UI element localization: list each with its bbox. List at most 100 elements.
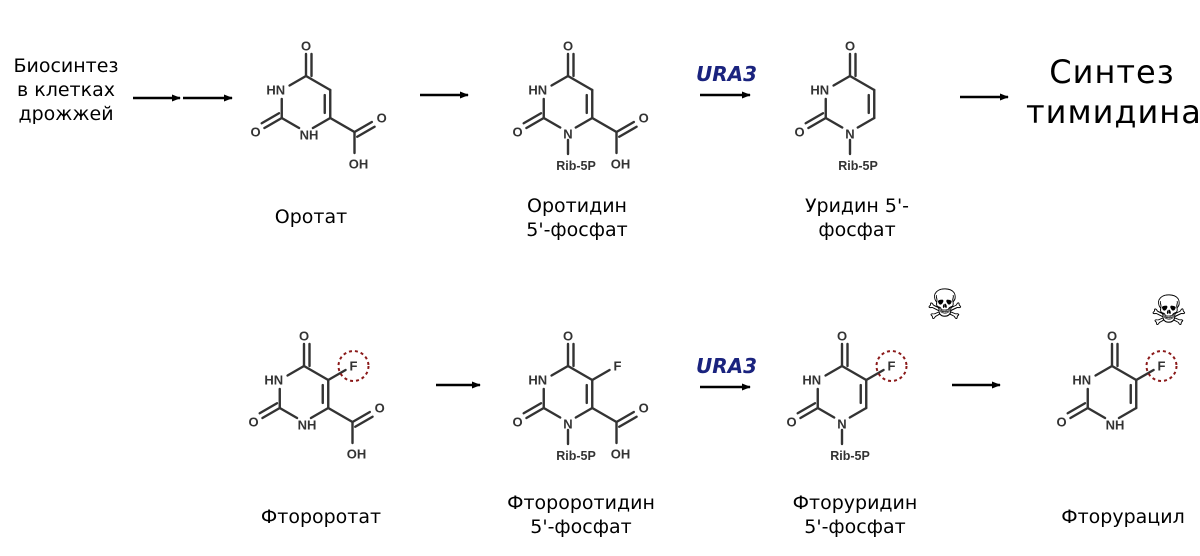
nitrogen-atom: N <box>845 127 854 142</box>
label-thymidine-synthesis: Синтез тимидина <box>1026 53 1200 131</box>
bond <box>1086 406 1107 420</box>
fluorine-atom: F <box>614 359 622 374</box>
fluorine-atom: F <box>350 359 358 374</box>
bond <box>848 74 876 92</box>
nh-group: NH <box>298 418 317 433</box>
nitrogen-atom: N <box>563 127 572 142</box>
double-bond-inner <box>258 402 279 415</box>
bond <box>1094 364 1114 377</box>
oxygen-atom: O <box>563 329 573 344</box>
double-bond-inner <box>804 112 825 125</box>
oxygen-atom: O <box>639 111 649 126</box>
oxygen-atom: O <box>512 125 522 140</box>
bond <box>824 116 844 129</box>
fluorine-atom: F <box>888 359 896 374</box>
bond <box>832 74 852 87</box>
bond <box>848 406 868 419</box>
oxygen-atom: O <box>786 415 796 430</box>
bond <box>286 364 306 377</box>
molecule-fluoroorotate: O O HN NH O OH F <box>234 302 424 496</box>
double-bond-inner <box>354 415 374 428</box>
nh-group: NH <box>1106 418 1125 433</box>
oxygen-atom: O <box>1107 329 1117 344</box>
label-fump: Фторуридин 5'-фосфат <box>792 492 918 538</box>
label-orotate: Оротат <box>274 206 348 228</box>
label-omp: Оротидин 5'-фосфат <box>526 195 628 241</box>
bond <box>302 364 330 382</box>
double-bond <box>353 120 374 134</box>
bond <box>327 406 354 424</box>
bond <box>840 364 868 382</box>
oxygen-atom: O <box>512 415 522 430</box>
ribose-phosphate-label: Rib-5P <box>556 159 596 173</box>
bond <box>865 368 885 382</box>
bond <box>816 406 836 419</box>
ribose-phosphate-label: Rib-5P <box>830 449 870 463</box>
double-bond-inner <box>618 125 638 138</box>
double-bond <box>615 410 636 424</box>
enzyme-label-bottom: URA3 <box>696 354 758 378</box>
bond <box>574 116 594 129</box>
nh-group: HN <box>810 83 829 98</box>
bond <box>566 364 594 382</box>
nh-group: HN <box>528 83 547 98</box>
double-bond <box>615 120 636 134</box>
bond <box>280 116 301 130</box>
nh-group: NH <box>300 128 319 143</box>
hydroxyl-group: OH <box>347 447 367 462</box>
fluorine-highlight-circle <box>1145 350 1178 382</box>
double-bond <box>351 410 372 424</box>
oxygen-atom: O <box>377 111 387 126</box>
double-bond-inner <box>796 402 817 415</box>
oxygen-atom: O <box>794 125 804 140</box>
double-bond-inner <box>260 112 281 125</box>
bond <box>311 116 332 130</box>
double-bond <box>525 406 545 420</box>
bond <box>591 116 618 134</box>
oxygen-atom: O <box>639 401 649 416</box>
bond <box>542 116 562 129</box>
oxygen-atom: O <box>299 329 309 344</box>
bond <box>329 116 356 134</box>
skull-crossbones-icon: ☠ <box>926 280 964 329</box>
oxygen-atom: O <box>248 415 258 430</box>
oxygen-atom: O <box>250 125 260 140</box>
bond <box>566 74 594 92</box>
double-bond <box>261 406 281 420</box>
bond <box>309 406 330 420</box>
nh-group: HN <box>528 373 547 388</box>
double-bond <box>1069 406 1089 420</box>
ribose-phosphate-label: Rib-5P <box>838 159 878 173</box>
oxygen-atom: O <box>1056 415 1066 430</box>
bond <box>574 406 594 419</box>
bond <box>1110 364 1138 382</box>
hydroxyl-group: OH <box>611 447 631 462</box>
double-bond <box>525 116 545 130</box>
bond <box>1117 406 1138 420</box>
nh-group: HN <box>1072 373 1091 388</box>
nitrogen-atom: N <box>563 417 572 432</box>
structure-svg: O O HN NH O OH F <box>248 329 385 462</box>
label-fluoroorotate: Фтороротат <box>260 506 382 528</box>
bond <box>824 364 844 377</box>
label-fluorouracil: Фторурацил <box>1061 506 1185 528</box>
bond <box>542 406 562 419</box>
nh-group: HN <box>264 373 283 388</box>
enzyme-label-top: URA3 <box>696 62 758 86</box>
bond <box>278 406 299 420</box>
double-bond-inner <box>522 402 543 415</box>
double-bond <box>799 406 819 420</box>
double-bond <box>263 116 283 130</box>
oxygen-atom: O <box>375 401 385 416</box>
bond <box>288 74 308 87</box>
